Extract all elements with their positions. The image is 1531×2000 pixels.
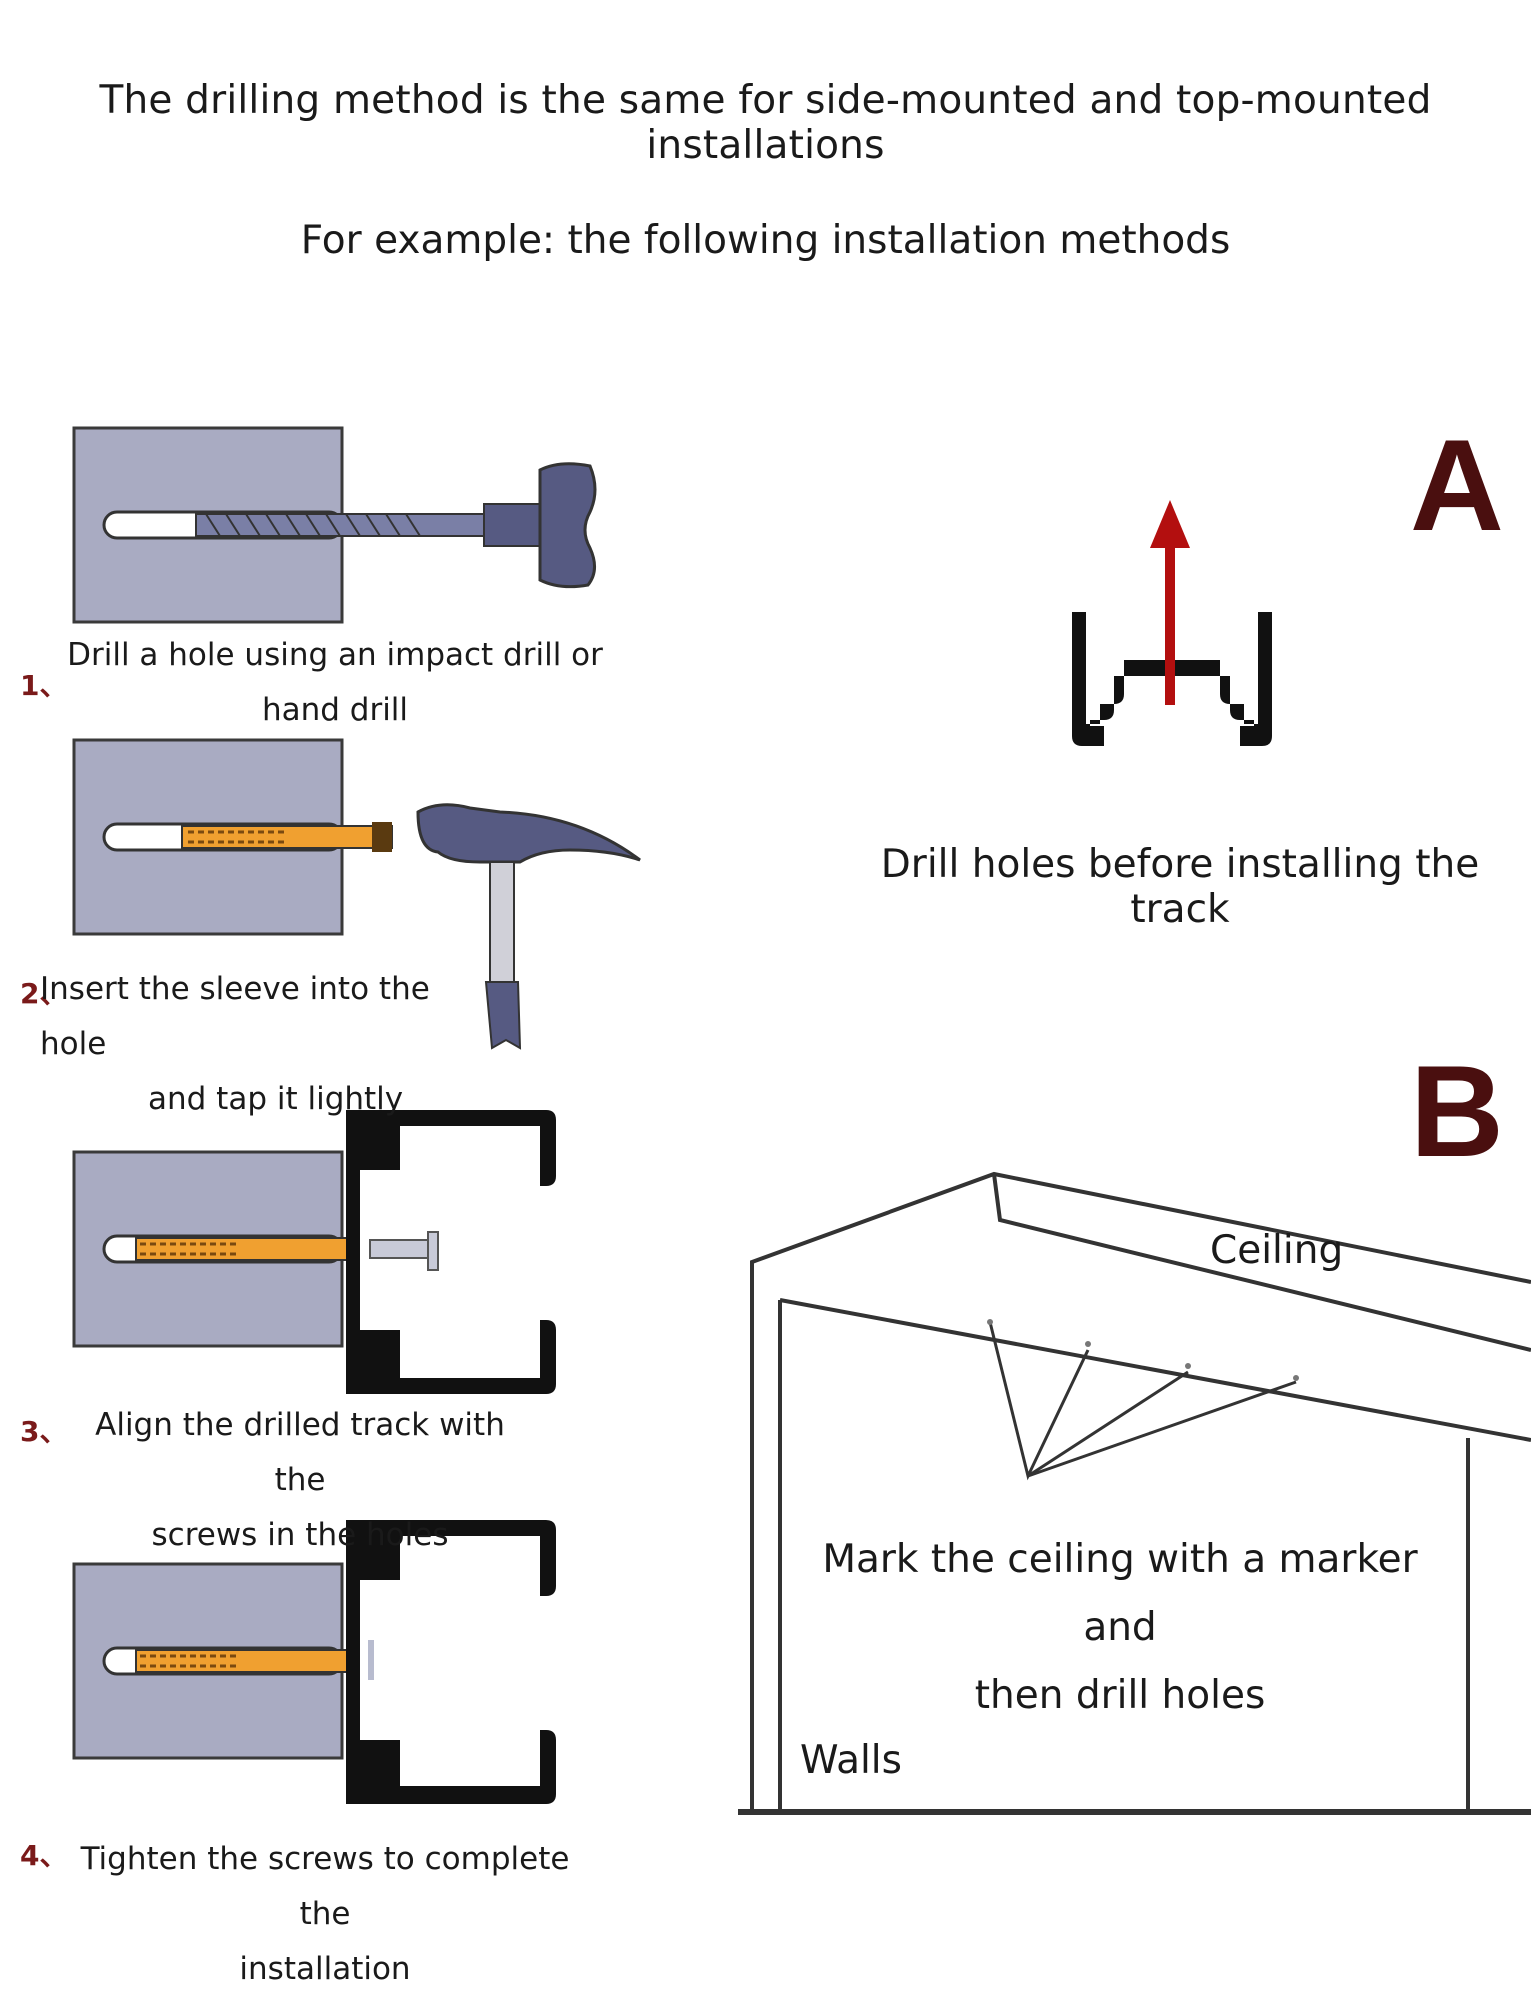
step-3-number: 3、: [20, 1415, 68, 1448]
page-subheading: For example: the following installation …: [300, 218, 1231, 263]
marker-line: [1027, 1380, 1297, 1478]
room-outline: [750, 1171, 1531, 1812]
wall-anchor: [181, 825, 393, 849]
step-4-caption-line2: installation: [239, 1951, 411, 1987]
step-4-illustration: [72, 1520, 556, 1804]
track-profile-a: [1072, 612, 1272, 746]
step-3-illustration: [72, 1110, 556, 1394]
track-profile: [346, 1520, 556, 1804]
step-2-caption-line1: Insert the sleeve into the hole: [40, 971, 430, 1062]
marker-line: [1027, 1370, 1189, 1478]
step-4-caption-line1: Tighten the screws to complete the: [80, 1841, 570, 1932]
track-profile: [346, 1110, 556, 1394]
walls-label: Walls: [800, 1738, 902, 1783]
screw: [369, 1231, 439, 1271]
drill-direction-arrow-shaft: [1165, 545, 1175, 705]
ceiling-back-edge: [779, 1298, 1531, 1442]
step-2-caption: Insert the sleeve into the hole and tap …: [40, 962, 490, 1127]
method-a-letter: A: [1410, 412, 1504, 558]
step-2-number: 2、: [20, 977, 68, 1010]
step-2-illustration: [72, 738, 641, 1050]
method-a-illustration: [1072, 500, 1272, 746]
screw-head: [368, 1640, 374, 1680]
method-b-room: [738, 1171, 1531, 1815]
step-2-caption-line2: and tap it lightly: [148, 1081, 404, 1117]
drill-direction-arrow-head: [1150, 500, 1190, 548]
step-1-caption: Drill a hole using an impact drill or ha…: [60, 628, 610, 738]
hammer: [416, 803, 641, 1050]
wall-anchor: [135, 1649, 357, 1673]
method-b-caption-line2: then drill holes: [974, 1673, 1266, 1718]
step-1-caption-line1: Drill a hole using an impact drill or: [67, 637, 603, 673]
step-4-number: 4、: [20, 1839, 68, 1872]
step-1-illustration: [72, 426, 597, 624]
step-3-caption-line2: screws in the holes: [151, 1517, 449, 1553]
drill-handle: [538, 462, 597, 589]
method-a-caption: Drill holes before installing the track: [880, 842, 1480, 932]
drill-bit: [195, 503, 545, 547]
marker-line: [988, 1321, 1090, 1481]
step-3-caption-line1: Align the drilled track with the: [95, 1407, 505, 1498]
step-4-caption: Tighten the screws to complete the insta…: [60, 1832, 590, 1997]
marked-points: [987, 1319, 1299, 1381]
wall-anchor: [135, 1237, 357, 1261]
method-b-letter: B: [1410, 1038, 1504, 1184]
step-1-number: 1、: [20, 669, 68, 702]
ceiling-label: Ceiling: [1210, 1228, 1344, 1273]
step-1-caption-line2: hand drill: [261, 692, 409, 728]
step-3-caption: Align the drilled track with the screws …: [70, 1398, 530, 1563]
ceiling-front-edge: [992, 1173, 1531, 1352]
method-b-caption: Mark the ceiling with a marker and then …: [790, 1526, 1450, 1730]
method-b-caption-line1: Mark the ceiling with a marker and: [822, 1537, 1418, 1650]
page-heading: The drilling method is the same for side…: [99, 78, 1432, 168]
